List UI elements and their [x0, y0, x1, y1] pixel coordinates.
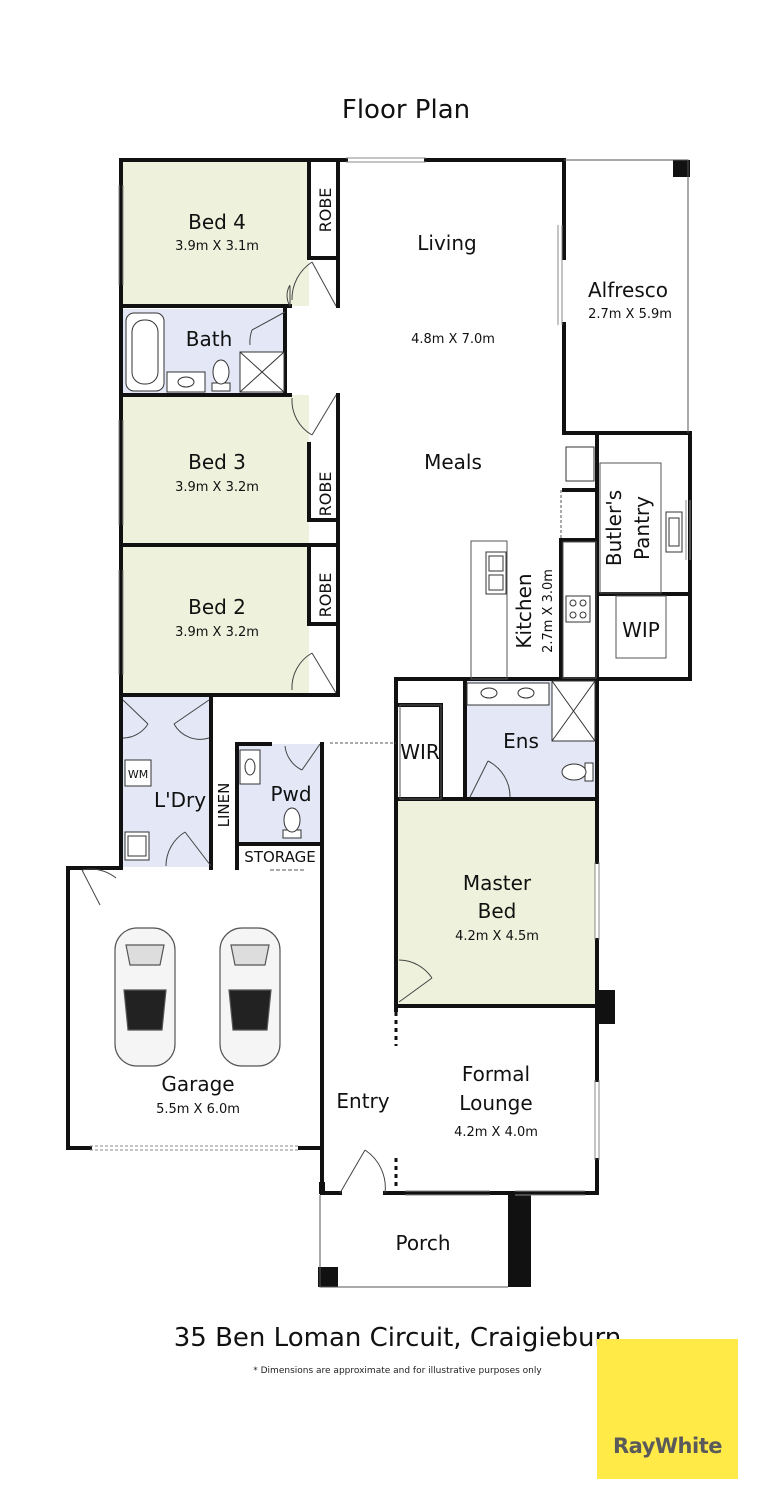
butlers-pantry-label-line2: Pantry: [630, 496, 654, 560]
bed2-dims: 3.9m X 3.2m: [175, 625, 259, 640]
porch-label: Porch: [395, 1231, 450, 1255]
ensuite-toilet-icon: [561, 762, 594, 782]
laundry-label: L'Dry: [154, 788, 206, 812]
powder-toilet-icon: [282, 807, 302, 839]
formal-lounge-dims: 4.2m X 4.0m: [454, 1125, 538, 1140]
formal-lounge-label-line1: Formal: [462, 1062, 530, 1086]
plan-title: Floor Plan: [342, 95, 470, 125]
storage-label: STORAGE: [244, 848, 315, 866]
robe2-label: ROBE: [316, 472, 335, 517]
bed2-label: Bed 2: [188, 595, 246, 619]
garage-label: Garage: [161, 1072, 234, 1096]
garage-dims: 5.5m X 6.0m: [156, 1102, 240, 1117]
robe3-label: ROBE: [316, 573, 335, 618]
walls: [66, 158, 692, 1195]
brand-name: RayWhite: [613, 1434, 722, 1458]
entry-label: Entry: [336, 1089, 389, 1113]
washing-machine-icon: [124, 759, 152, 787]
kitchen-dims: 2.7m X 3.0m: [541, 569, 556, 653]
pantry-sink-icon: [665, 511, 683, 553]
bed4-fill: [123, 162, 309, 306]
butlers-pantry-label-line1: Butler's: [602, 490, 626, 566]
posts: [318, 160, 690, 1287]
kitchen-label: Kitchen: [512, 573, 536, 648]
wir-label: WIR: [400, 740, 440, 764]
master-bed-label-line1: Master: [463, 871, 532, 895]
bed3-label: Bed 3: [188, 450, 246, 474]
wip-label: WIP: [622, 618, 660, 642]
bath-label: Bath: [186, 327, 233, 351]
master-bed-dims: 4.2m X 4.5m: [455, 929, 539, 944]
car-icon-left: [114, 927, 176, 1067]
floor-plan-drawing: Floor Plan Bed 4 3.9m X 3.1m ROBE Bath B…: [66, 95, 692, 1288]
washing-machine-label: WM: [128, 768, 148, 781]
laundry-tub-icon: [124, 831, 150, 861]
alfresco-dims: 2.7m X 5.9m: [588, 307, 672, 322]
master-bed-label-line2: Bed: [478, 899, 517, 923]
pwd-label: Pwd: [270, 782, 311, 806]
vanity-icon: [166, 371, 206, 393]
cooktop-icon: [565, 595, 591, 623]
ensuite-vanity-icon: [466, 682, 550, 706]
master-bed-fill: [397, 799, 595, 1004]
bed3-dims: 3.9m X 3.2m: [175, 480, 259, 495]
thin-lines: [270, 159, 689, 1288]
robe1-label: ROBE: [316, 188, 335, 233]
living-label: Living: [417, 231, 476, 255]
ensuite-shower-icon: [551, 680, 596, 742]
living-dims: 4.8m X 7.0m: [411, 332, 495, 347]
bed3-fill: [123, 395, 309, 543]
disclaimer-note: * Dimensions are approximate and for ill…: [253, 1366, 542, 1376]
meals-label: Meals: [424, 450, 482, 474]
toilet-icon: [211, 359, 231, 392]
car-icon-right: [219, 927, 281, 1067]
bed2-fill: [123, 545, 309, 693]
alfresco-label: Alfresco: [588, 278, 668, 302]
windows: [90, 157, 691, 1196]
doors: [81, 261, 511, 1194]
ens-label: Ens: [503, 729, 539, 753]
raywhite-logo: RayWhite: [597, 1339, 738, 1479]
linen-label: LINEN: [215, 783, 233, 828]
formal-lounge-label-line2: Lounge: [459, 1091, 532, 1115]
bed4-label: Bed 4: [188, 210, 246, 234]
powder-basin-icon: [239, 749, 261, 785]
property-address: 35 Ben Loman Circuit, Craigieburn: [173, 1323, 622, 1353]
kitchen-sink-icon: [485, 551, 507, 595]
bathtub-icon: [125, 312, 165, 392]
shower-icon: [239, 351, 285, 393]
bed4-dims: 3.9m X 3.1m: [175, 239, 259, 254]
fridge-icon: [565, 446, 595, 482]
